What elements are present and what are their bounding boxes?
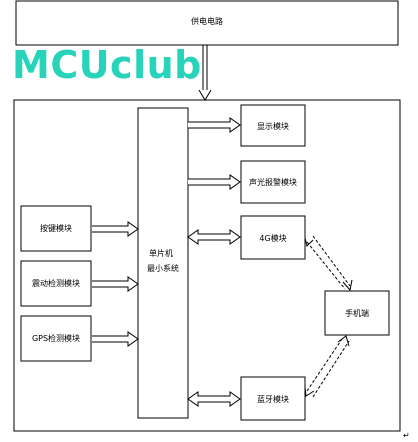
corner-mark: ↵ — [403, 431, 410, 440]
arrow-mcu-bluetooth-bidirectional — [187, 391, 241, 407]
bluetooth-module-label: 蓝牙模块 — [257, 394, 289, 404]
dashed-link-gsm-phone — [304, 235, 353, 292]
keypad-module-label: 按键模块 — [40, 223, 72, 233]
gsm-module-label: 4G模块 — [259, 233, 286, 243]
arrow-mcu-to-alarm — [188, 174, 241, 190]
vibration-module-label: 震动检测模块 — [32, 278, 80, 288]
vibration-module-box — [20, 260, 92, 307]
alarm-module-label: 声光报警模块 — [249, 177, 297, 187]
mcu-label-line1: 单片机 — [149, 248, 173, 258]
gps-module-box — [20, 315, 92, 362]
alarm-module-box — [240, 160, 306, 204]
arrow-vibration-to-mcu — [92, 276, 139, 292]
watermark: MCUclub — [12, 43, 202, 87]
power-supply-label: 供电电路 — [191, 16, 223, 26]
mcu-label-line2: 最小系统 — [147, 263, 179, 273]
display-module-box — [240, 104, 306, 147]
dashed-link-bluetooth-phone — [304, 335, 350, 398]
mcu-box — [137, 107, 189, 419]
gps-module-label: GPS检测模块 — [32, 333, 80, 343]
arrow-mcu-to-display — [188, 117, 241, 133]
phone-label: 手机端 — [345, 308, 369, 318]
display-module-label: 显示模块 — [257, 121, 289, 131]
gsm-module-box — [240, 215, 306, 260]
system-frame — [13, 99, 401, 432]
arrow-mcu-gsm-bidirectional — [187, 229, 241, 245]
power-supply-box — [15, 0, 399, 46]
arrow-keypad-to-mcu — [92, 221, 139, 237]
phone-box — [324, 290, 390, 336]
bluetooth-module-box — [240, 376, 306, 421]
arrow-gps-to-mcu — [92, 331, 139, 347]
keypad-module-box — [20, 205, 92, 252]
power-arrow — [198, 45, 212, 101]
